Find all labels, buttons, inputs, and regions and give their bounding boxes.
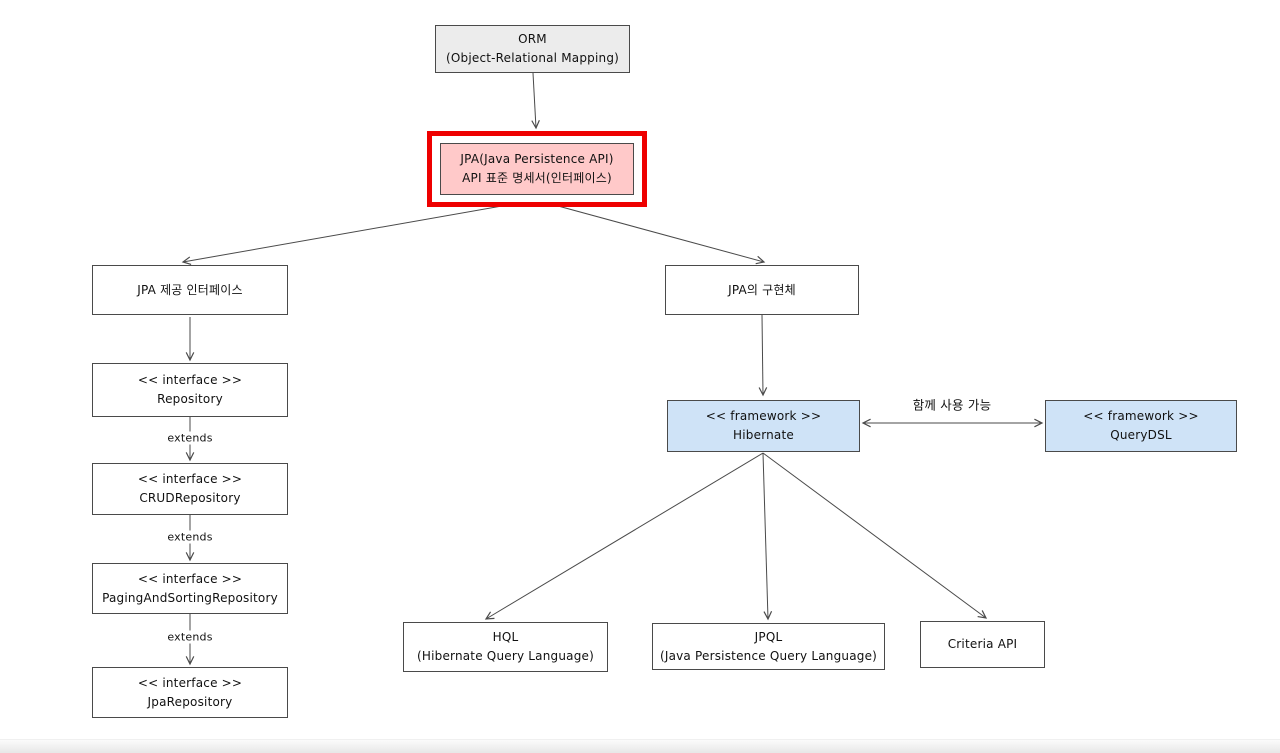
node-repository-stereotype: << interface >> xyxy=(137,373,243,388)
node-crud-repository: << interface >> CRUDRepository xyxy=(92,463,288,515)
node-hibernate-name: Hibernate xyxy=(733,428,794,442)
node-jpa-line1: JPA(Java Persistence API) xyxy=(460,152,614,167)
node-repository: << interface >> Repository xyxy=(92,363,288,417)
edge-label-extends-1: extends xyxy=(164,431,216,445)
node-jpql: JPQL (Java Persistence Query Language) xyxy=(652,623,885,670)
node-hql: HQL (Hibernate Query Language) xyxy=(403,622,608,672)
node-jpql-name: JPQL xyxy=(754,629,783,644)
edge-jpa-to-impl xyxy=(535,199,766,265)
edge-hibernate-to-hql xyxy=(484,452,764,620)
node-hql-fullname: (Hibernate Query Language) xyxy=(416,649,594,663)
node-jpa-repository-name: JpaRepository xyxy=(147,694,233,709)
node-paging-name: PagingAndSortingRepository xyxy=(102,590,278,605)
edge-jpa-to-interfaces xyxy=(181,199,537,265)
node-orm-line1: ORM xyxy=(518,32,547,47)
node-jpa-highlighted: JPA(Java Persistence API) API 표준 명세서(인터페… xyxy=(427,131,647,207)
node-querydsl: << framework >> QueryDSL xyxy=(1045,400,1237,452)
node-jpa-repository: << interface >> JpaRepository xyxy=(92,667,288,718)
edge-label-extends-3: extends xyxy=(164,630,216,644)
node-hibernate: << framework >> Hibernate xyxy=(667,400,860,452)
edge-label-extends-2: extends xyxy=(164,530,216,544)
node-jpa-repository-stereotype: << interface >> xyxy=(137,675,243,690)
edge-hibernate-to-criteria xyxy=(762,452,988,619)
edge-impl-to-hibernate xyxy=(758,314,768,397)
node-crud-repository-stereotype: << interface >> xyxy=(137,472,243,487)
node-jpa-implementation-label: JPA의 구현체 xyxy=(728,282,796,297)
node-jpql-fullname: (Java Persistence Query Language) xyxy=(659,648,878,663)
edge-hibernate-to-jpql xyxy=(762,452,773,621)
node-jpa: JPA(Java Persistence API) API 표준 명세서(인터페… xyxy=(440,143,634,195)
node-repository-name: Repository xyxy=(157,392,223,406)
node-jpa-provided-interfaces: JPA 제공 인터페이스 xyxy=(92,265,288,315)
node-orm-line2: (Object-Relational Mapping) xyxy=(445,51,620,65)
node-orm: ORM (Object-Relational Mapping) xyxy=(435,25,630,73)
edge-label-usable-together: 함께 사용 가능 xyxy=(912,397,992,413)
node-querydsl-stereotype: << framework >> xyxy=(1083,409,1199,424)
node-hibernate-stereotype: << framework >> xyxy=(705,409,822,424)
node-hql-name: HQL xyxy=(492,630,519,645)
bottom-edge-strip xyxy=(0,739,1280,753)
node-crud-repository-name: CRUDRepository xyxy=(139,491,241,505)
node-jpa-implementation: JPA의 구현체 xyxy=(665,265,859,315)
node-jpa-line2: API 표준 명세서(인터페이스) xyxy=(462,171,612,185)
node-paging-and-sorting-repository: << interface >> PagingAndSortingReposito… xyxy=(92,563,288,614)
node-paging-stereotype: << interface >> xyxy=(137,571,243,586)
node-criteria-api: Criteria API xyxy=(920,621,1045,668)
node-criteria-api-label: Criteria API xyxy=(947,637,1018,652)
edge-orm-to-jpa xyxy=(531,72,540,130)
node-querydsl-name: QueryDSL xyxy=(1110,428,1172,442)
node-jpa-provided-interfaces-label: JPA 제공 인터페이스 xyxy=(137,282,243,297)
